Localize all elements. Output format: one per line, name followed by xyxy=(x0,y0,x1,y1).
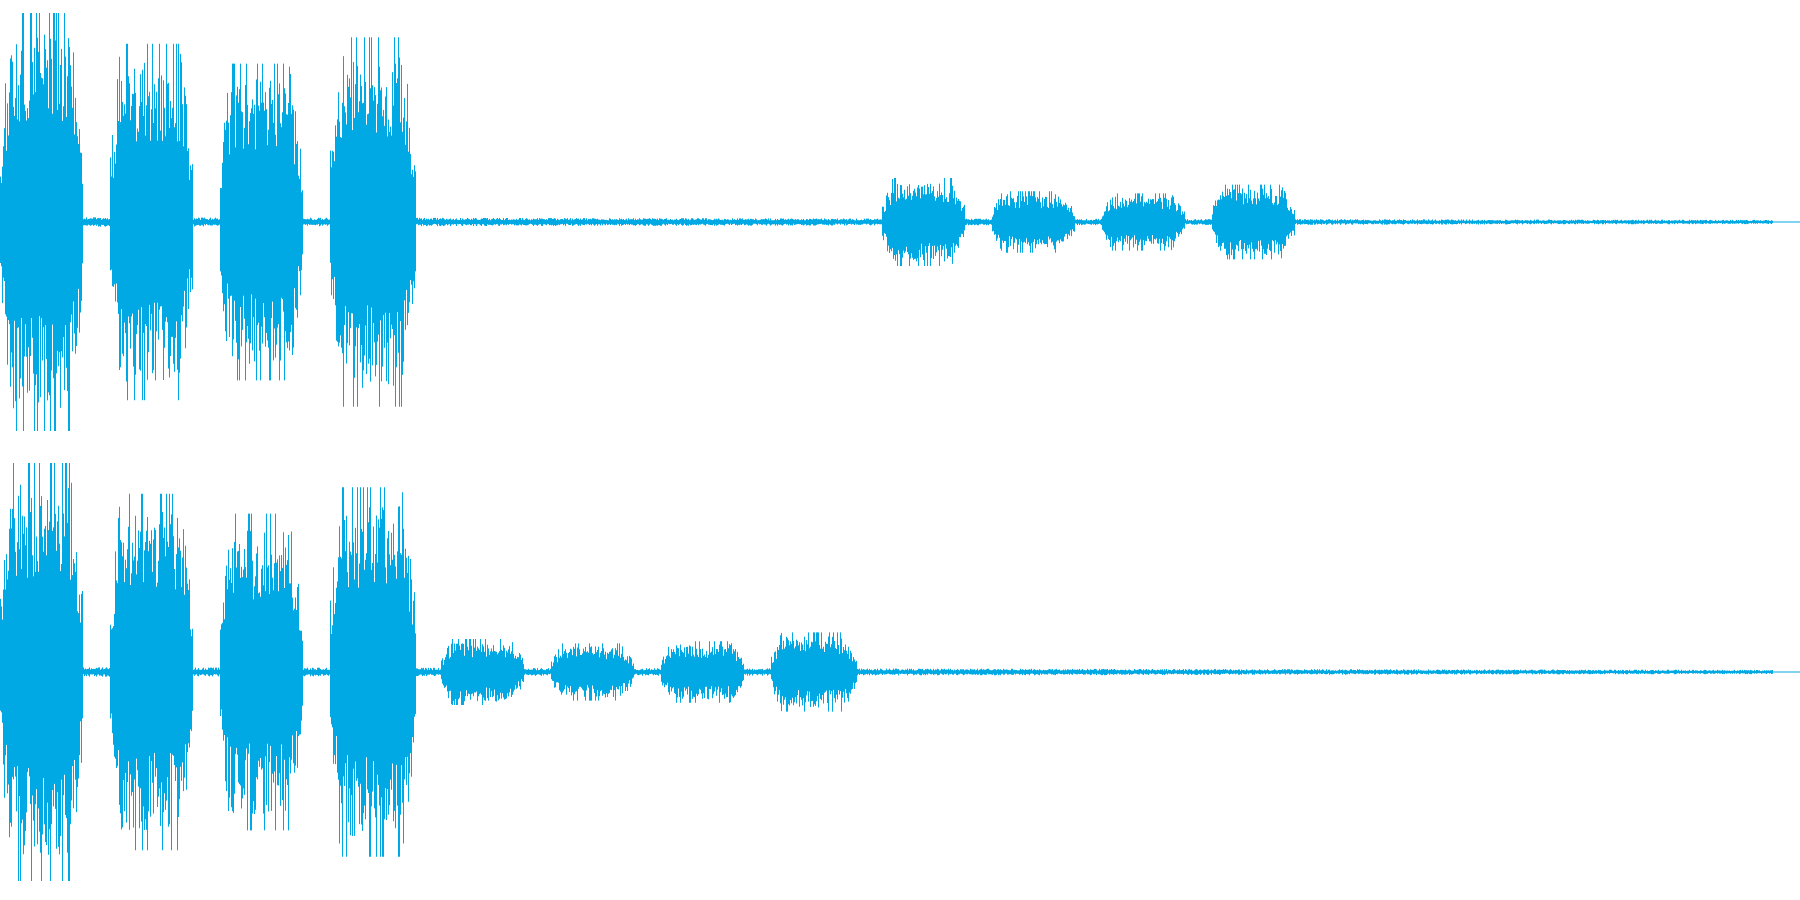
channel-layer xyxy=(0,13,1800,881)
channel-2-waveform xyxy=(0,463,1800,881)
channel-1-signal xyxy=(0,13,1773,431)
channel-2-signal xyxy=(0,463,1773,881)
channel-1-waveform xyxy=(0,13,1800,431)
